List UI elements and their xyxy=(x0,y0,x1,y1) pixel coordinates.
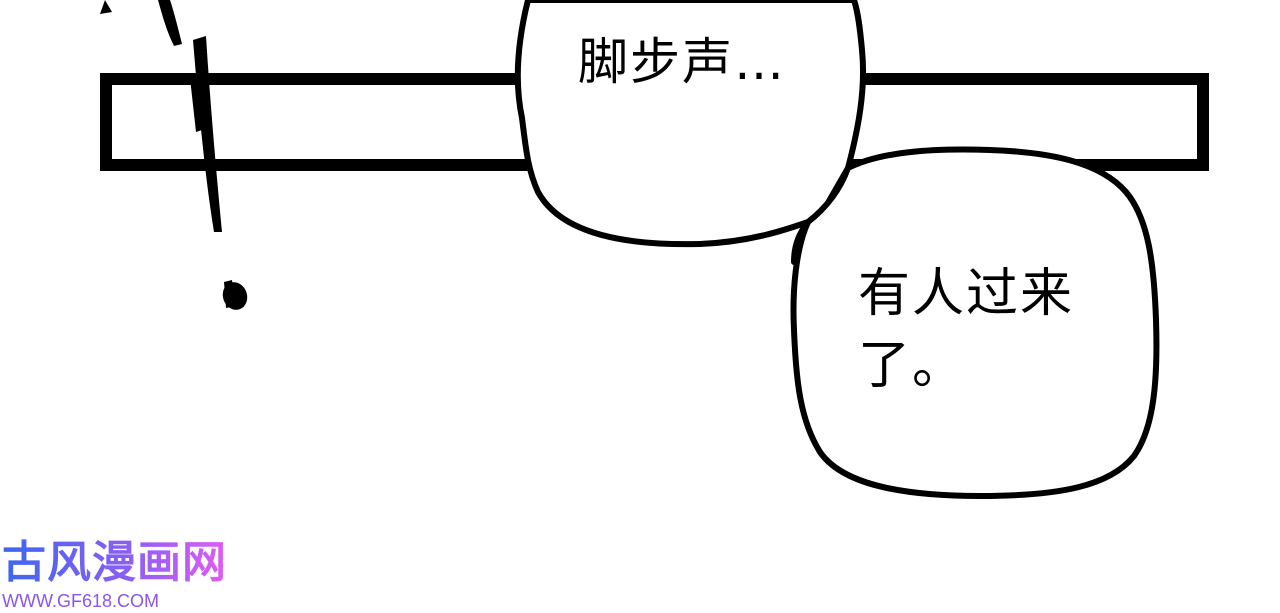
speech-bubble-2-text: 有人过来 了。 xyxy=(858,258,1074,402)
speech-bubble-2 xyxy=(790,146,1160,499)
speech-bubble-1 xyxy=(514,0,867,265)
speech-bubble-2-line-2: 了。 xyxy=(858,336,967,396)
speech-bubble-1-text: 脚步声… xyxy=(578,33,786,91)
site-watermark: 古风漫画网 WWW.GF618.COM xyxy=(0,536,226,613)
ink-strokes xyxy=(100,0,248,310)
watermark-url: WWW.GF618.COM xyxy=(2,591,159,611)
watermark-logo-text: 古风漫画网 xyxy=(2,537,227,588)
speech-bubble-2-line-1: 有人过来 xyxy=(858,264,1075,324)
